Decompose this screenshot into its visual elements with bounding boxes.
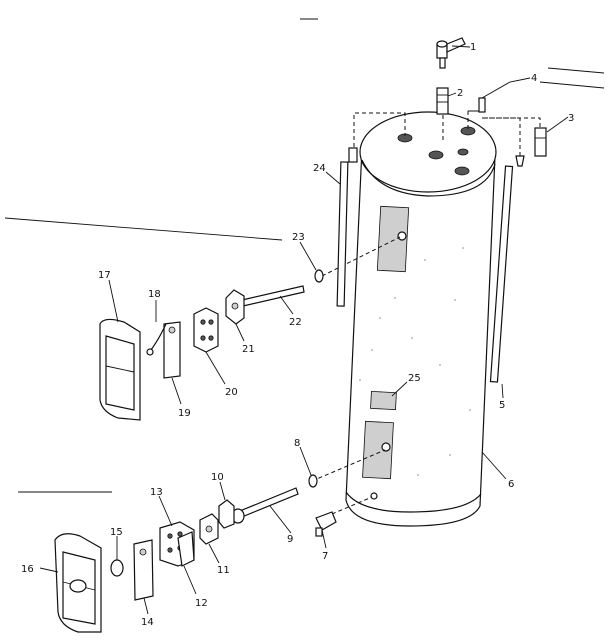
anode-rod [336, 147, 358, 307]
callout-14: 14 [141, 617, 154, 628]
callout-1: 1 [470, 42, 476, 53]
callout-23: 23 [292, 232, 305, 243]
lower-gasket [308, 474, 318, 488]
heat-trap-assembly [478, 97, 486, 113]
callout-15: 15 [110, 527, 123, 538]
nipple-fitting [436, 87, 449, 115]
callout-11: 11 [217, 565, 230, 576]
callout-24: 24 [313, 163, 326, 174]
upper-insulation [163, 321, 181, 379]
callout-2: 2 [457, 88, 463, 99]
assembly-lines [311, 98, 541, 515]
lower-insulation [133, 539, 154, 601]
upper-element-bracket [225, 289, 245, 325]
dip-tube [489, 155, 525, 383]
callout-10: 10 [211, 472, 224, 483]
callout-12: 12 [195, 598, 208, 609]
callout-3: 3 [568, 113, 574, 124]
callout-5: 5 [499, 400, 505, 411]
lower-bushing [199, 513, 219, 545]
terminal-block [177, 531, 195, 567]
callout-9: 9 [287, 534, 293, 545]
leader-lines [39, 45, 569, 615]
callout-19: 19 [178, 408, 191, 419]
callout-25: 25 [408, 373, 421, 384]
callout-8: 8 [294, 438, 300, 449]
callout-4: 4 [531, 73, 537, 84]
upper-access-cover [99, 318, 141, 421]
tank-texture [359, 247, 471, 476]
callout-13: 13 [150, 487, 163, 498]
upper-gasket [314, 269, 324, 283]
reference-lines [4, 18, 605, 493]
callout-7: 7 [322, 551, 328, 562]
lower-grommet [110, 559, 124, 577]
callout-20: 20 [225, 387, 238, 398]
callout-21: 21 [242, 344, 255, 355]
outlet-fitting [534, 127, 547, 157]
callout-17: 17 [98, 270, 111, 281]
callout-6: 6 [508, 479, 514, 490]
wire-clamp [146, 323, 167, 356]
lower-heating-element [231, 487, 299, 524]
callout-18: 18 [148, 289, 161, 300]
callout-22: 22 [289, 317, 302, 328]
callouts: 1 2 3 4 5 6 7 8 9 10 11 12 13 14 15 16 1… [21, 42, 574, 628]
relief-valve [436, 37, 466, 69]
water-heater-tank [345, 111, 497, 527]
callout-16: 16 [21, 564, 34, 575]
drain-valve [315, 511, 337, 537]
lower-element-bracket [218, 499, 235, 529]
upper-thermostat [193, 307, 219, 353]
upper-heating-element [241, 285, 305, 307]
lower-access-cover [54, 533, 102, 633]
